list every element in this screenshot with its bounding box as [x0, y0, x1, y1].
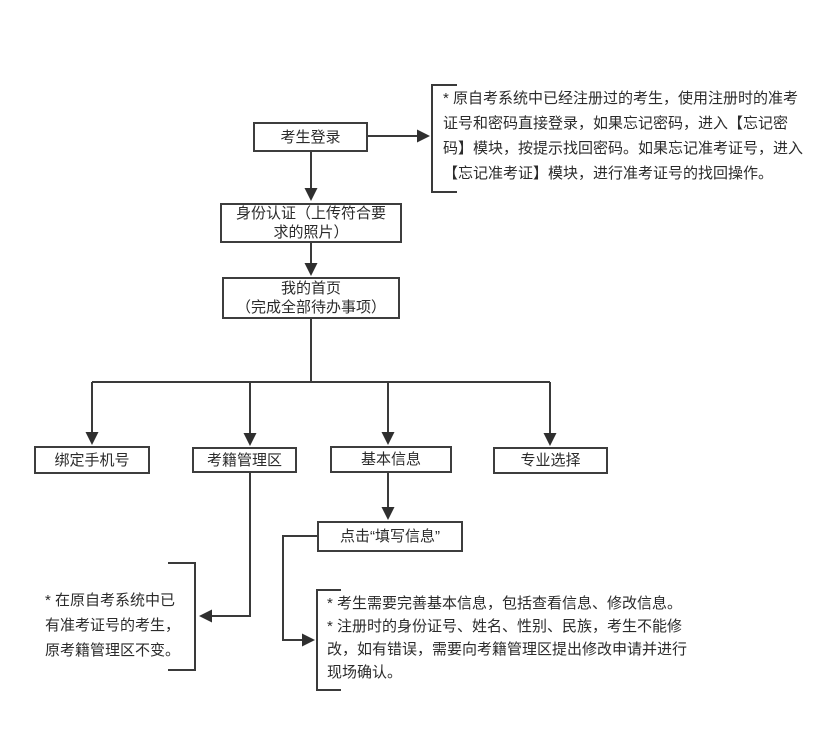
flow-node-identity-auth: 身份认证（上传符合要 求的照片） — [220, 203, 402, 243]
flow-node-login: 考生登录 — [253, 122, 368, 152]
note-login-instructions: * 原自考系统中已经注册过的考生，使用注册时的准考 证号和密码直接登录，如果忘记… — [443, 90, 804, 182]
left-bracket-icon — [431, 84, 457, 193]
arrowhead-basic-info — [381, 432, 395, 445]
arrowhead-major — [543, 433, 557, 446]
arrowhead-fill-info — [381, 507, 395, 520]
arrowhead-login-to-note — [417, 129, 430, 143]
right-bracket-icon — [168, 562, 196, 671]
arrowhead-identity-to-home — [304, 263, 318, 276]
flow-node-home: 我的首页 （完成全部待办事项） — [222, 277, 400, 319]
flow-node-major-select: 专业选择 — [493, 447, 608, 474]
arrowhead-basic-note — [302, 633, 315, 647]
flow-node-record-zone: 考籍管理区 — [192, 447, 297, 473]
flow-node-basic-info: 基本信息 — [330, 446, 452, 473]
connector-fill-to-note — [282, 535, 317, 641]
flow-node-fill-info: 点击“填写信息” — [317, 521, 463, 552]
note-record-zone: * 在原自考系统中已 有准考证号的考生， 原考籍管理区不变。 — [45, 592, 181, 659]
connector-record-to-note — [212, 473, 251, 617]
arrowhead-login-to-identity — [304, 188, 318, 201]
arrowhead-record-note — [199, 609, 212, 623]
flow-node-bind-phone: 绑定手机号 — [34, 446, 150, 474]
arrowhead-record-zone — [243, 433, 257, 446]
left-bracket-bottom-icon — [316, 589, 341, 691]
note-basic-info: * 考生需要完善基本信息，包括查看信息、修改信息。 * 注册时的身份证号、姓名、… — [327, 595, 688, 681]
arrowhead-bind-phone — [85, 432, 99, 445]
